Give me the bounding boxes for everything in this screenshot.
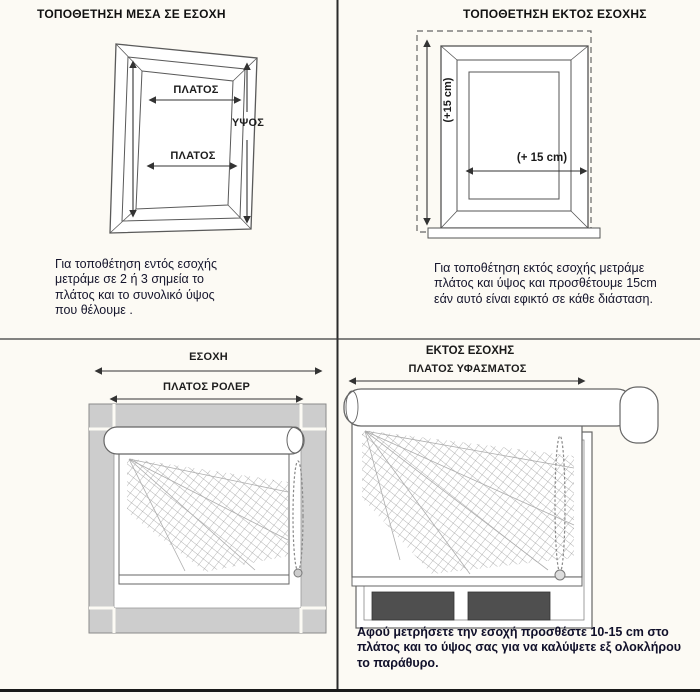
hem-bar bbox=[118, 574, 290, 585]
roller-width-label: ΠΛΑΤΟΣ ΡΟΛΕΡ bbox=[162, 381, 251, 393]
outside-recess-bottom-note: Αφού μετρήσετε την εσοχή προσθέστε 10-15… bbox=[357, 625, 685, 670]
width-label-top: ΠΛΑΤΟΣ bbox=[173, 84, 219, 96]
inside-recess-title: ΤΟΠΟΘΕΤΗΣΗ ΜΕΣΑ ΣΕ ΕΣΟΧΗ bbox=[37, 7, 226, 21]
window-pane-right bbox=[467, 591, 551, 621]
roller-outside-drawing bbox=[343, 377, 659, 629]
inside-recess-note: Για τοποθέτηση εντός εσοχής μετράμε σε 2… bbox=[55, 257, 221, 317]
width-label-bottom: ΠΛΑΤΟΣ bbox=[170, 150, 216, 162]
outside-recess-measure-arrows bbox=[423, 39, 588, 226]
window-sill bbox=[427, 227, 601, 239]
outside-recess-window-drawing bbox=[416, 30, 601, 239]
fabric-width-label: ΠΛΑΤΟΣ ΥΦΑΣΜΑΤΟΣ bbox=[408, 363, 527, 375]
outside-recess-note: Για τοποθέτηση εκτός εσοχής μετράμε πλάτ… bbox=[434, 261, 661, 306]
fabric-hatch bbox=[362, 430, 574, 574]
plus15-vertical-label: (+15 cm) bbox=[442, 77, 454, 123]
roller-tube bbox=[103, 426, 305, 455]
fabric-hatch bbox=[127, 458, 288, 572]
outside-recess-title: ΤΟΠΟΘΕΤΗΣΗ ΕΚΤΟΣ ΕΣΟΧΗΣ bbox=[463, 7, 647, 21]
outside-recess-section-title: ΕΚΤΟΣ ΕΣΟΧΗΣ bbox=[425, 345, 515, 357]
plus15-horizontal-label: (+ 15 cm) bbox=[516, 152, 568, 164]
hem-bar bbox=[351, 576, 583, 587]
roller-inside-drawing bbox=[88, 367, 327, 634]
window-pane-left bbox=[371, 591, 455, 621]
chain-weight bbox=[554, 569, 566, 581]
height-label: ΥΨΟΣ bbox=[231, 117, 265, 129]
roller-tube bbox=[343, 388, 635, 427]
recess-label: ΕΣΟΧΗ bbox=[189, 351, 228, 363]
chain-weight bbox=[293, 568, 303, 578]
inside-recess-window-drawing bbox=[109, 43, 258, 234]
inside-recess-measure-arrows bbox=[129, 60, 251, 224]
roller-end-bracket bbox=[619, 386, 659, 444]
